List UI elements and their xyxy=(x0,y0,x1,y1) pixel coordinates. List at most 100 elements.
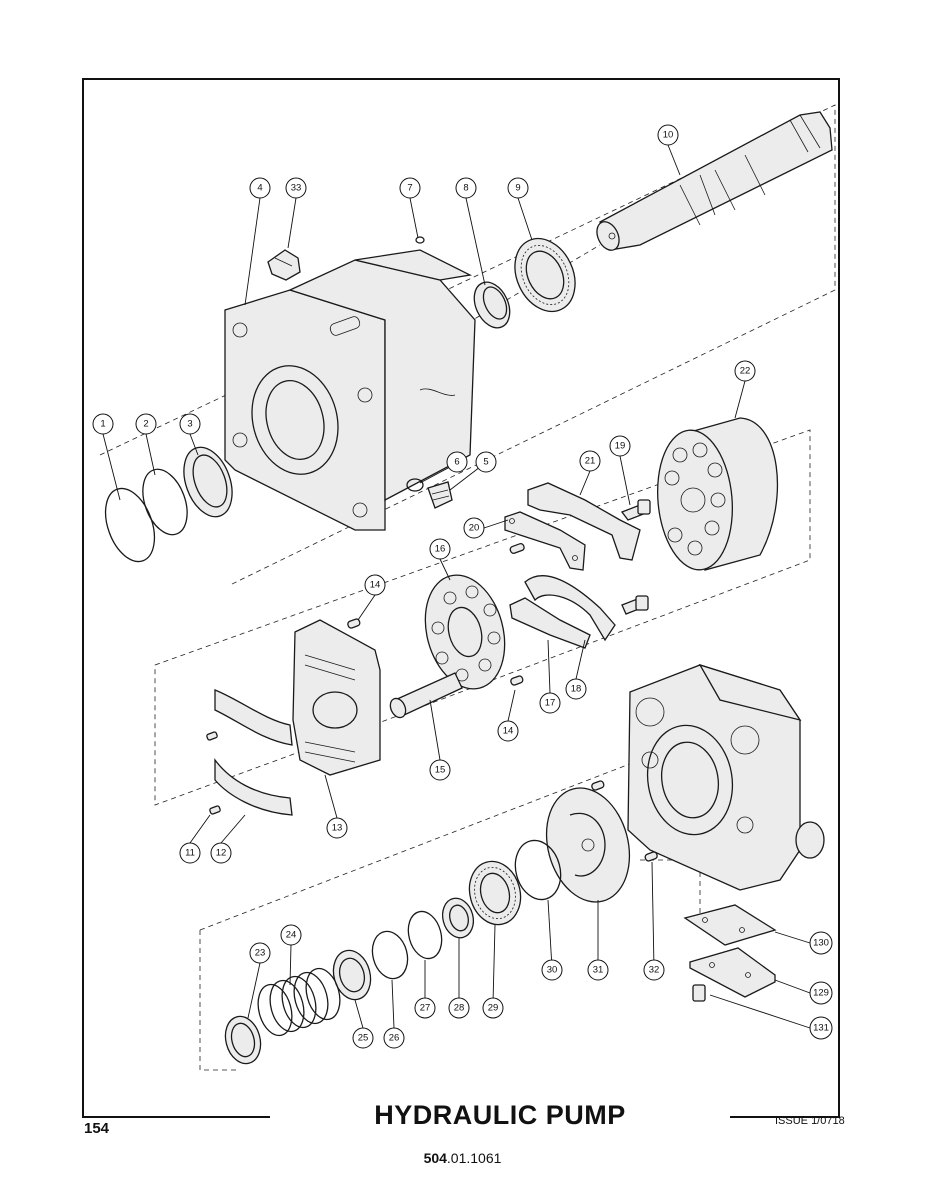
part-32-pin xyxy=(644,851,658,862)
svg-text:8: 8 xyxy=(463,183,468,194)
svg-text:129: 129 xyxy=(813,988,829,999)
callout-3: 3 xyxy=(179,413,201,435)
part-8-seal xyxy=(473,281,511,329)
part-11-pin xyxy=(206,731,221,815)
svg-text:26: 26 xyxy=(389,1033,400,1044)
svg-text:130: 130 xyxy=(813,938,829,949)
leader-lines xyxy=(102,144,811,1029)
svg-text:13: 13 xyxy=(332,823,343,834)
part-29-bearing xyxy=(468,860,522,926)
callout-23: 23 xyxy=(249,942,271,964)
callout-22: 22 xyxy=(734,360,756,382)
part-2-ring xyxy=(142,468,188,536)
svg-text:20: 20 xyxy=(469,523,480,534)
callout-14-upper: 14 xyxy=(364,574,386,596)
issue-label: ISSUE 1/0718 xyxy=(775,1115,845,1127)
part-30-ring xyxy=(514,839,562,901)
svg-text:14: 14 xyxy=(370,580,381,591)
callout-21: 21 xyxy=(579,450,601,472)
dowel-pin-rear xyxy=(591,780,605,791)
rear-housing xyxy=(627,663,825,891)
part-21-bracket xyxy=(527,482,641,561)
svg-text:31: 31 xyxy=(593,965,604,976)
part-3-seal xyxy=(183,446,233,518)
part-31-valve-plate xyxy=(545,787,631,903)
svg-text:14: 14 xyxy=(503,726,514,737)
callout-20: 20 xyxy=(463,517,485,539)
svg-text:23: 23 xyxy=(255,948,266,959)
callout-1: 1 xyxy=(92,413,114,435)
part-129-cover-plate xyxy=(689,947,776,998)
part-22-cylinder-block xyxy=(656,417,778,571)
svg-text:22: 22 xyxy=(740,366,751,377)
svg-text:5: 5 xyxy=(483,457,488,468)
dowel-pin xyxy=(509,542,525,554)
part-24-spring xyxy=(257,967,341,1037)
part-4-front-housing xyxy=(224,249,476,531)
callout-10: 10 xyxy=(657,124,679,146)
svg-text:4: 4 xyxy=(257,183,262,194)
callout-2: 2 xyxy=(135,413,157,435)
callout-17: 17 xyxy=(539,692,561,714)
callout-129: 129 xyxy=(809,981,833,1005)
part-13-swash-plate xyxy=(292,619,381,776)
svg-text:28: 28 xyxy=(454,1003,465,1014)
svg-text:11: 11 xyxy=(185,848,195,859)
part-16-retainer-plate xyxy=(424,574,506,690)
part-10-drive-shaft xyxy=(596,111,833,251)
part-14-dowel-pin-lower xyxy=(510,675,524,686)
svg-text:7: 7 xyxy=(407,183,412,194)
document-number-prefix: 504 xyxy=(423,1150,447,1166)
callout-14-lower: 14 xyxy=(497,720,519,742)
callout-26: 26 xyxy=(383,1027,405,1049)
part-14-dowel-pin-upper xyxy=(347,618,361,629)
svg-text:17: 17 xyxy=(545,698,556,709)
part-17-liner xyxy=(509,597,591,649)
part-18-cradle-bearing xyxy=(524,575,616,642)
callout-28: 28 xyxy=(448,997,470,1019)
page-number: 154 xyxy=(84,1120,110,1137)
svg-text:15: 15 xyxy=(435,765,446,776)
svg-text:32: 32 xyxy=(649,965,660,976)
part-25-washer xyxy=(332,949,372,1001)
callout-27: 27 xyxy=(414,997,436,1019)
callout-29: 29 xyxy=(482,997,504,1019)
callout-18: 18 xyxy=(565,678,587,700)
part-12-liner-upper xyxy=(214,689,293,746)
callout-12: 12 xyxy=(210,842,232,864)
part-1-snap-ring xyxy=(104,487,156,563)
title-bar: HYDRAULIC PUMP xyxy=(270,1095,730,1135)
part-27-snap-ring xyxy=(407,910,443,960)
group-outline-upper xyxy=(99,104,836,586)
part-6-o-ring xyxy=(406,478,424,492)
callout-9: 9 xyxy=(507,177,529,199)
part-19-bolt xyxy=(620,499,651,521)
callout-4: 4 xyxy=(249,177,271,199)
part-130-gasket xyxy=(683,904,777,946)
callout-131: 131 xyxy=(809,1016,833,1040)
callout-33: 33 xyxy=(285,177,307,199)
callout-11: 11 xyxy=(179,842,201,864)
part-28-bearing-race xyxy=(441,897,475,939)
callout-31: 31 xyxy=(587,959,609,981)
part-23-washer xyxy=(224,1015,262,1065)
svg-text:21: 21 xyxy=(585,456,596,467)
svg-text:10: 10 xyxy=(663,130,674,141)
svg-text:27: 27 xyxy=(420,1003,431,1014)
part-131-screw xyxy=(692,984,706,1002)
svg-text:1: 1 xyxy=(100,419,105,430)
svg-text:6: 6 xyxy=(454,457,459,468)
part-5-plug xyxy=(427,481,453,509)
part-26-shim xyxy=(371,930,409,980)
callout-6: 6 xyxy=(446,451,468,473)
part-15-pin xyxy=(389,672,463,719)
svg-text:25: 25 xyxy=(358,1033,369,1044)
callout-19: 19 xyxy=(609,435,631,457)
svg-text:18: 18 xyxy=(571,684,582,695)
svg-text:24: 24 xyxy=(286,930,297,941)
callout-30: 30 xyxy=(541,959,563,981)
svg-text:19: 19 xyxy=(615,441,626,452)
callout-15: 15 xyxy=(429,759,451,781)
svg-text:33: 33 xyxy=(291,183,302,194)
part-12-liner-lower xyxy=(214,758,293,816)
